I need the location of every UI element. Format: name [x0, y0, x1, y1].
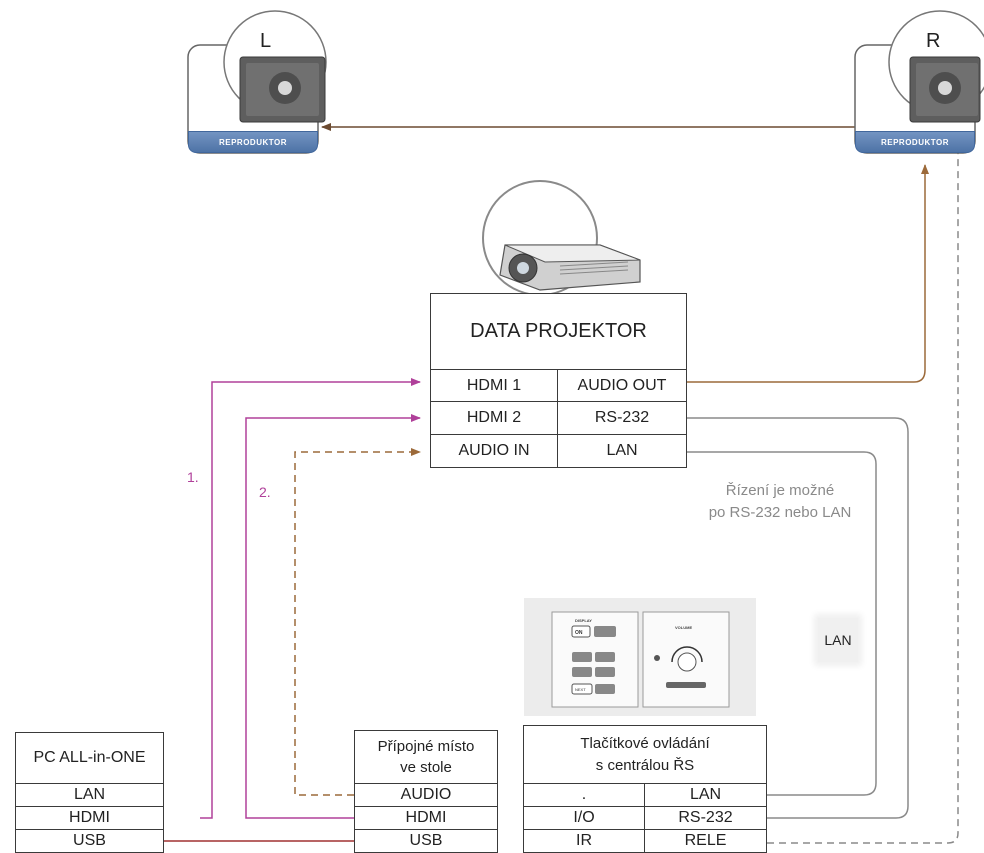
desk-port-audio: AUDIO: [354, 783, 498, 807]
rs232-line: [686, 417, 909, 819]
rele-line: [767, 152, 959, 844]
right-speaker-letter: R: [926, 30, 941, 52]
panel-on-label: ON: [575, 630, 583, 636]
control-port-lan: LAN: [644, 783, 767, 807]
projector-port-audio-in: AUDIO IN: [430, 434, 558, 468]
projector-title: DATA PROJEKTOR: [430, 293, 687, 370]
projector-port-hdmi2: HDMI 2: [430, 401, 558, 435]
desk-port-usb: USB: [354, 829, 498, 853]
left-speaker-letter: L: [260, 30, 272, 52]
control-title-line1: Tlačítkové ovládání: [580, 734, 710, 752]
desk-port-hdmi: HDMI: [354, 806, 498, 830]
route-1-label: 1.: [187, 469, 199, 485]
left-speaker: [187, 10, 327, 154]
panel-next-label: NEXT: [575, 687, 586, 692]
control-port-io: I/O: [523, 806, 645, 830]
control-panel-image: [524, 598, 756, 716]
desk-title: Přípojné místo ve stole: [354, 730, 498, 784]
control-note: Řízení je možné po RS-232 nebo LAN: [690, 480, 870, 524]
control-title: Tlačítkové ovládání s centrálou ŘS: [523, 725, 767, 784]
control-note-line2: po RS-232 nebo LAN: [708, 504, 852, 521]
left-speaker-label: REPRODUKTOR: [188, 131, 318, 153]
control-title-line2: s centrálou ŘS: [595, 756, 695, 774]
lan-line-tag: LAN: [818, 618, 858, 662]
projector-port-hdmi1: HDMI 1: [430, 369, 558, 402]
control-port-rs232: RS-232: [644, 806, 767, 830]
audio-in-line: [294, 448, 421, 796]
hdmi2-line: [245, 414, 421, 819]
control-port-ir: IR: [523, 829, 645, 853]
projector-port-rs232: RS-232: [557, 401, 687, 435]
panel-display-label: DISPLAY: [575, 618, 592, 623]
right-speaker: [854, 10, 984, 154]
desk-title-line2: ve stole: [400, 759, 452, 776]
pc-port-hdmi: HDMI: [15, 806, 164, 830]
pc-title: PC ALL-in-ONE: [15, 732, 164, 784]
lan-line: [686, 451, 877, 796]
audio-out-line: [686, 164, 929, 383]
hdmi1-line: [200, 378, 421, 819]
projector-port-lan: LAN: [557, 434, 687, 468]
right-speaker-label: REPRODUKTOR: [855, 131, 975, 153]
projector-icon: [482, 180, 641, 296]
pc-port-lan: LAN: [15, 783, 164, 807]
panel-volume-label: VOLUME: [675, 625, 692, 630]
projector-port-audio-out: AUDIO OUT: [557, 369, 687, 402]
control-port-rele: RELE: [644, 829, 767, 853]
pc-port-usb: USB: [15, 829, 164, 853]
desk-title-line1: Přípojné místo: [377, 738, 475, 755]
control-port-dot: .: [523, 783, 645, 807]
control-note-line1: Řízení je možné: [725, 482, 835, 499]
route-2-label: 2.: [259, 484, 271, 500]
